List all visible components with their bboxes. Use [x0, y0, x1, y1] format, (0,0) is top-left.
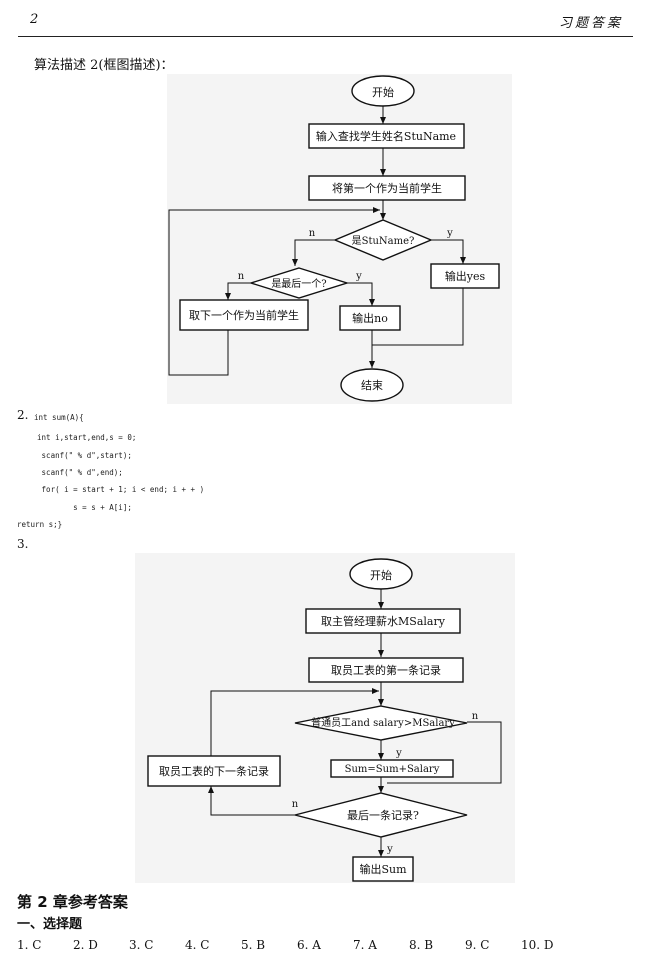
first-record-label: 取员工表的第一条记录: [331, 663, 441, 677]
salary-decision: [294, 705, 468, 741]
last-record-no: n: [292, 799, 299, 810]
salary-decision-label: 普通员工and salary>MSalary: [311, 716, 455, 729]
output-yes-label: 输出yes: [445, 269, 486, 283]
code-line-4: scanf(" % d",end);: [28, 468, 123, 477]
answer-item: 8. B: [409, 938, 434, 952]
next-record-label: 取员工表的下一条记录: [159, 764, 269, 778]
input-box: [308, 123, 465, 149]
next-student-label: 取下一个作为当前学生: [189, 308, 299, 322]
last-decision-yes: y: [355, 271, 362, 282]
last-record-decision: [294, 792, 468, 838]
last-decision-no: n: [238, 271, 245, 282]
output-sum-label: 输出Sum: [359, 862, 407, 876]
answer-list: 1. C 2. D 3. C 4. C 5. B 6. A 7. A 8. B …: [17, 938, 577, 952]
code-line-5: for( i = start + 1; i < end; i + + ): [28, 485, 205, 494]
start-terminal: [351, 75, 415, 107]
name-decision-label: 是StuName?: [352, 235, 415, 247]
code-line-7: return s;}: [17, 520, 63, 529]
section-title: 一、选择题: [17, 917, 83, 932]
header-rule: [18, 36, 633, 37]
code-line-2: int i,start,end,s = 0;: [28, 433, 137, 442]
name-decision-yes: y: [446, 228, 453, 239]
answer-item: 9. C: [465, 938, 490, 952]
next-student-box: [179, 299, 309, 331]
answer-item: 5. B: [241, 938, 266, 952]
name-decision-no: n: [309, 228, 316, 239]
answer-item: 1. C: [17, 938, 42, 952]
salary-label: 取主管经理薪水MSalary: [321, 614, 446, 628]
last-record-yes: y: [386, 844, 393, 855]
first-student-label: 将第一个作为当前学生: [332, 181, 442, 195]
start-terminal-2: [349, 558, 413, 590]
sum-box: [330, 759, 454, 778]
answer-item: 7. A: [353, 938, 377, 952]
item-2-number: 2.: [17, 408, 29, 422]
running-title: 习题答案: [558, 16, 623, 31]
answer-item: 6. A: [297, 938, 321, 952]
flowchart-1: 开始 输入查找学生姓名StuName 将第一个作为当前学生 是StuName? …: [167, 74, 512, 404]
output-sum-box: [352, 856, 414, 882]
answer-item: 4. C: [185, 938, 210, 952]
answer-item: 3. C: [129, 938, 154, 952]
salary-decision-no: n: [472, 711, 479, 722]
start-label-2: 开始: [370, 568, 392, 582]
code-line-1: int sum(A){: [34, 413, 84, 422]
name-decision: [333, 219, 433, 261]
code-line-6: s = s + A[i];: [28, 503, 132, 512]
start-label: 开始: [372, 85, 394, 99]
output-no-box: [339, 305, 401, 331]
sum-label: Sum=Sum+Salary: [345, 764, 440, 775]
end-label: 结束: [361, 379, 383, 392]
chapter-title: 第 2 章参考答案: [17, 893, 128, 911]
salary-decision-yes: y: [395, 748, 402, 759]
answer-item: 10. D: [521, 938, 554, 952]
last-decision-label: 是最后一个?: [271, 278, 326, 290]
next-record-box: [147, 755, 281, 787]
input-label: 输入查找学生姓名StuName: [316, 129, 456, 143]
output-yes-box: [430, 263, 500, 289]
salary-box: [305, 608, 461, 634]
answer-item: 2. D: [73, 938, 98, 952]
first-student-box: [308, 175, 466, 201]
flowchart-2: 开始 取主管经理薪水MSalary 取员工表的第一条记录 普通员工and sal…: [135, 553, 515, 883]
end-terminal: [340, 368, 404, 402]
output-no-label: 输出no: [352, 311, 388, 325]
code-line-3: scanf(" % d",start);: [28, 451, 132, 460]
last-decision: [248, 267, 350, 299]
last-record-label: 最后一条记录?: [347, 808, 419, 822]
page-number: 2: [30, 12, 39, 27]
algorithm-intro: 算法描述 2(框图描述)：: [34, 58, 174, 73]
item-3-number: 3.: [17, 537, 29, 551]
first-record-box: [308, 657, 464, 683]
